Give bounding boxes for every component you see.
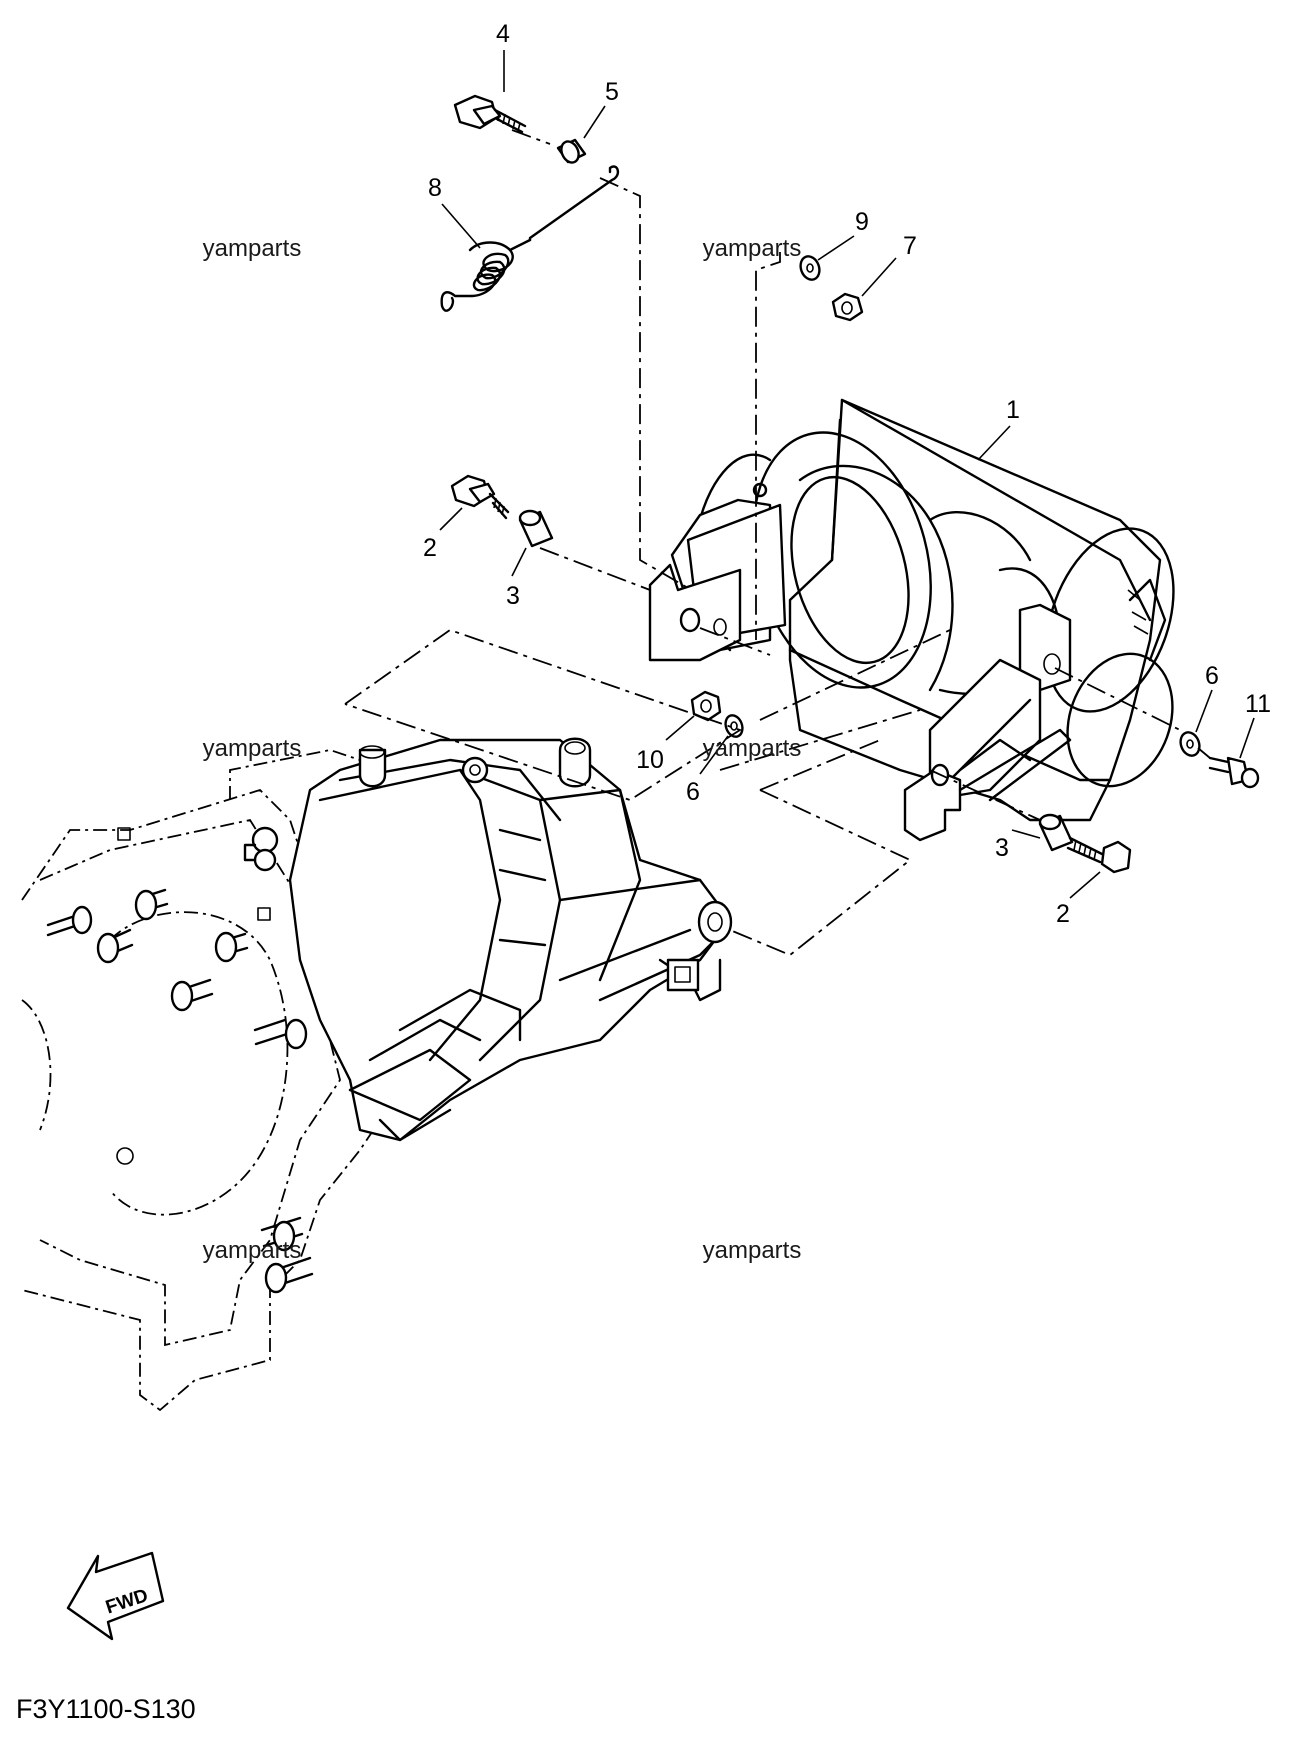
watermark-text: yamparts (203, 1237, 302, 1264)
callout-8: 8 (428, 174, 442, 202)
bolt-part-4 (453, 94, 527, 134)
callout-2-upper: 2 (423, 534, 437, 562)
bolt-part-2-lower (1066, 836, 1132, 874)
watermark-text: yamparts (703, 1237, 802, 1264)
callout-7: 7 (903, 232, 917, 260)
collar-part-3-lower (1038, 813, 1074, 852)
callout-6-left: 6 (686, 778, 700, 806)
callout-9: 9 (855, 208, 869, 236)
washer-part-6-right (1179, 731, 1201, 757)
part-code: F3Y1100-S130 (16, 1694, 196, 1724)
callout-leader-lines (439, 50, 1255, 899)
jet-nozzle-assembly (243, 737, 733, 1142)
watermarks: yamparts yamparts yamparts yamparts yamp… (203, 235, 802, 1264)
washer-part-9 (799, 255, 821, 281)
spring-part-8 (440, 165, 620, 312)
housing-studs (46, 827, 314, 1294)
assembly-guide-lines (344, 129, 1211, 957)
collar-part-5 (556, 138, 587, 164)
watermark-text: yamparts (203, 235, 302, 262)
watermark-text: yamparts (703, 235, 802, 262)
callout-10: 10 (636, 746, 664, 774)
bolt-part-11 (1208, 756, 1260, 789)
callout-3-lower: 3 (995, 834, 1009, 862)
callout-6-right: 6 (1205, 662, 1219, 690)
collar-part-3-upper (518, 509, 554, 548)
bolt-part-2-upper (450, 474, 510, 520)
forward-direction-arrow: FWD (66, 1551, 165, 1641)
watermark-text: yamparts (703, 735, 802, 762)
callout-5: 5 (605, 78, 619, 106)
callout-labels: 1 2 2 3 3 4 5 6 6 7 8 9 10 11 (423, 20, 1271, 928)
callout-3-upper: 3 (506, 582, 520, 610)
callout-11: 11 (1245, 690, 1271, 718)
nut-part-7 (831, 292, 864, 322)
watermark-text: yamparts (203, 735, 302, 762)
reverse-deflector (648, 398, 1175, 842)
callout-1: 1 (1006, 396, 1020, 424)
callout-4: 4 (496, 20, 510, 48)
callout-2-lower: 2 (1056, 900, 1070, 928)
